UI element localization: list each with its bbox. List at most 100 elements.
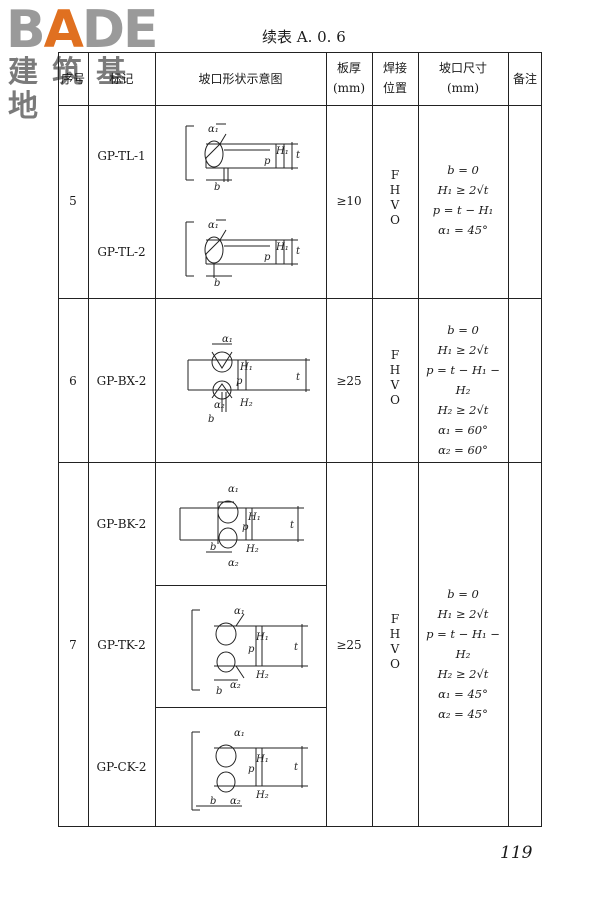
diagram-horizontal-plate — [206, 240, 298, 264]
diagram-weld-bottom — [217, 772, 235, 792]
label-alpha1: α₁ — [222, 334, 233, 345]
label-h2: H₂ — [239, 398, 253, 409]
group-5-code-1: GP-TL-1 — [97, 149, 146, 163]
diagram-groove — [206, 240, 220, 264]
diagram-gp-tl-1: α₁ p H₁ t b — [180, 120, 301, 192]
diagram-dim-lines — [196, 746, 302, 806]
group-7-code-2: GP-TK-2 — [97, 638, 146, 652]
label-h2: H₂ — [255, 670, 269, 681]
watermark-main: BADE — [6, 0, 159, 60]
header-code: 标记 — [109, 71, 134, 86]
diagram-weld — [205, 141, 223, 167]
group-7-code-3: GP-CK-2 — [96, 760, 147, 774]
label-h1: H₁ — [275, 146, 289, 157]
col-line — [155, 52, 156, 827]
label-t: t — [296, 246, 301, 257]
header-groove-dimensions: 坡口尺寸(mm) — [438, 61, 487, 95]
diagram-vertical-plate — [192, 732, 200, 810]
label-alpha2: α₂ — [214, 400, 225, 411]
diagram-angle-mark — [216, 124, 226, 144]
header-thickness: 板厚(mm) — [332, 61, 366, 95]
diagram-gp-tk-2: α₁ α₂ p H₁ H₂ t b — [182, 606, 316, 697]
label-t: t — [294, 642, 299, 653]
label-h1: H₁ — [255, 754, 269, 765]
header-remark: 备注 — [512, 71, 537, 86]
group-6-thickness: ≥25 — [336, 374, 362, 388]
diagram-dim-lines — [214, 624, 302, 680]
group-7-code-1: GP-BK-2 — [96, 517, 147, 531]
label-b: b — [216, 686, 222, 697]
label-h1: H₁ — [239, 362, 253, 373]
diagram-vertical-plate — [186, 222, 194, 276]
table-border-bottom — [58, 826, 542, 827]
label-p: p — [242, 522, 249, 533]
label-t: t — [296, 372, 301, 383]
label-b: b — [210, 796, 216, 807]
diagram-dim-vertical — [276, 142, 292, 170]
diagram-weld-top — [216, 623, 236, 645]
label-alpha1: α₁ — [228, 484, 239, 495]
group-6-code-1: GP-BX-2 — [96, 374, 147, 388]
diagram-dim-lines — [206, 506, 298, 552]
header-seq: 序号 — [60, 71, 85, 86]
diagram-weld — [205, 237, 223, 263]
watermark-sub: 建筑基地 — [8, 55, 140, 124]
col-line — [326, 52, 327, 827]
header-diagram: 坡口形状示意图 — [198, 71, 283, 86]
label-h1: H₁ — [247, 512, 261, 523]
diagram-vertical-plate — [192, 610, 200, 690]
label-t: t — [296, 150, 301, 161]
col-line — [418, 52, 419, 827]
group-7-thickness: ≥25 — [336, 638, 362, 652]
label-alpha1: α₁ — [208, 124, 219, 135]
diagram-weld-top — [218, 501, 238, 523]
label-alpha1: α₁ — [208, 220, 219, 231]
label-alpha2: α₂ — [228, 558, 239, 569]
diagram-grooves — [212, 352, 232, 398]
diagram-dim-vertical — [276, 238, 292, 266]
diagram-weld-top — [212, 352, 232, 372]
col-line — [372, 52, 373, 827]
row-line-sub — [155, 707, 327, 708]
label-t: t — [290, 520, 295, 531]
diagram-horizontal-plate — [206, 144, 298, 168]
page-number: 119 — [500, 843, 533, 863]
diagram-weld-bottom — [217, 652, 235, 672]
label-alpha2: α₂ — [230, 680, 241, 691]
label-p: p — [248, 764, 255, 775]
watermark-logo: BADE 建筑基地 — [6, 0, 176, 124]
label-b: b — [210, 542, 216, 553]
table-caption: 续表 A. 0. 6 — [262, 28, 346, 46]
diagram-vertical-plate — [186, 126, 194, 180]
group-5-seq: 5 — [69, 194, 77, 208]
header-weld-position: 焊接位置 — [382, 61, 407, 95]
label-alpha2: α₂ — [230, 796, 241, 807]
diagram-plates — [180, 508, 304, 540]
diagram-weld-top — [216, 745, 236, 767]
row-line — [58, 462, 542, 463]
table-border-top — [58, 52, 542, 53]
group-6-seq: 6 — [69, 374, 77, 388]
col-line — [508, 52, 509, 827]
diagram-angle-mark — [216, 220, 226, 240]
diagram-angle-marks — [236, 614, 244, 678]
label-t: t — [294, 762, 299, 773]
diagram-gp-bx-2: α₁ α₂ p H₁ H₂ t b — [178, 334, 318, 424]
diagram-plates — [188, 360, 310, 390]
label-alpha1: α₁ — [234, 728, 245, 739]
table-border-left — [58, 52, 59, 827]
groove-table: 序号 标记 坡口形状示意图 板厚(mm) 焊接位置 坡口尺寸(mm) 备注 5 … — [58, 52, 542, 827]
diagram-dim-vertical — [238, 358, 306, 392]
diagram-gp-bk-2: α₁ α₂ p H₁ H₂ t b — [172, 484, 312, 569]
row-line — [58, 105, 542, 106]
group-5-thickness: ≥10 — [336, 194, 362, 208]
label-h2: H₂ — [255, 790, 269, 801]
label-b: b — [214, 278, 220, 288]
label-h2: H₂ — [245, 544, 259, 555]
label-b: b — [214, 182, 220, 192]
label-p: p — [236, 376, 243, 387]
